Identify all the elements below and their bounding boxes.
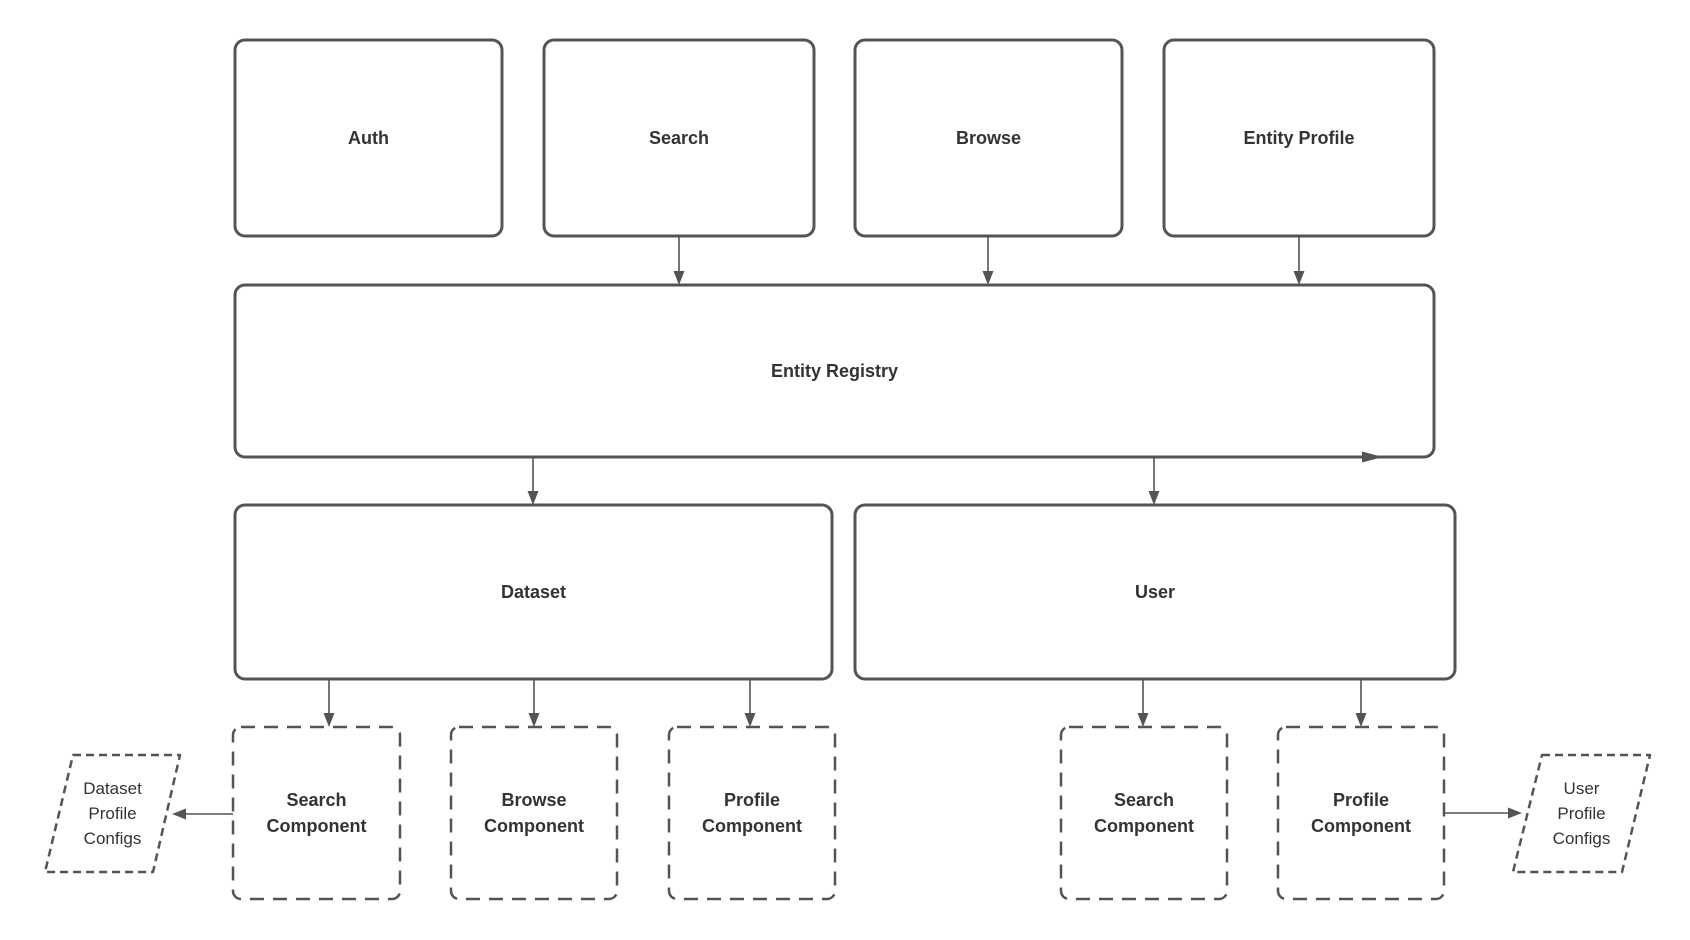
user-box-shape xyxy=(853,503,1457,681)
entity-registry-bottom-edge-arrowhead xyxy=(1362,451,1383,463)
dataset-search-component-box-shape xyxy=(231,725,402,901)
user-profile-component-box-shape xyxy=(1276,725,1446,901)
browse-box-shape xyxy=(853,38,1124,238)
edge-search-component-to-dataset-profile-configs xyxy=(172,808,233,820)
user-profile-configs-shape xyxy=(1511,753,1652,874)
edge-entity-registry-to-user xyxy=(1148,457,1160,505)
user-search-component-box-shape xyxy=(1059,725,1229,901)
edge-user-to-profile-component xyxy=(1355,679,1367,727)
edge-entity-profile-to-entity-registry xyxy=(1293,236,1305,285)
edge-dataset-to-search-component xyxy=(323,679,335,727)
edge-entity-registry-to-dataset xyxy=(527,457,539,505)
edge-user-to-search-component xyxy=(1137,679,1149,727)
entity-registry-box-shape xyxy=(233,283,1436,459)
edge-profile-component-to-user-profile-configs xyxy=(1444,807,1522,819)
edge-dataset-to-browse-component xyxy=(528,679,540,727)
edge-browse-to-entity-registry xyxy=(982,236,994,285)
search-box-shape xyxy=(542,38,816,238)
entity-profile-box-shape xyxy=(1162,38,1436,238)
dataset-profile-component-box-shape xyxy=(667,725,837,901)
dataset-browse-component-box-shape xyxy=(449,725,619,901)
edge-dataset-to-profile-component xyxy=(744,679,756,727)
dataset-box-shape xyxy=(233,503,834,681)
dataset-profile-configs-shape xyxy=(43,753,182,874)
auth-box-shape xyxy=(233,38,504,238)
edge-search-to-entity-registry xyxy=(673,236,685,285)
